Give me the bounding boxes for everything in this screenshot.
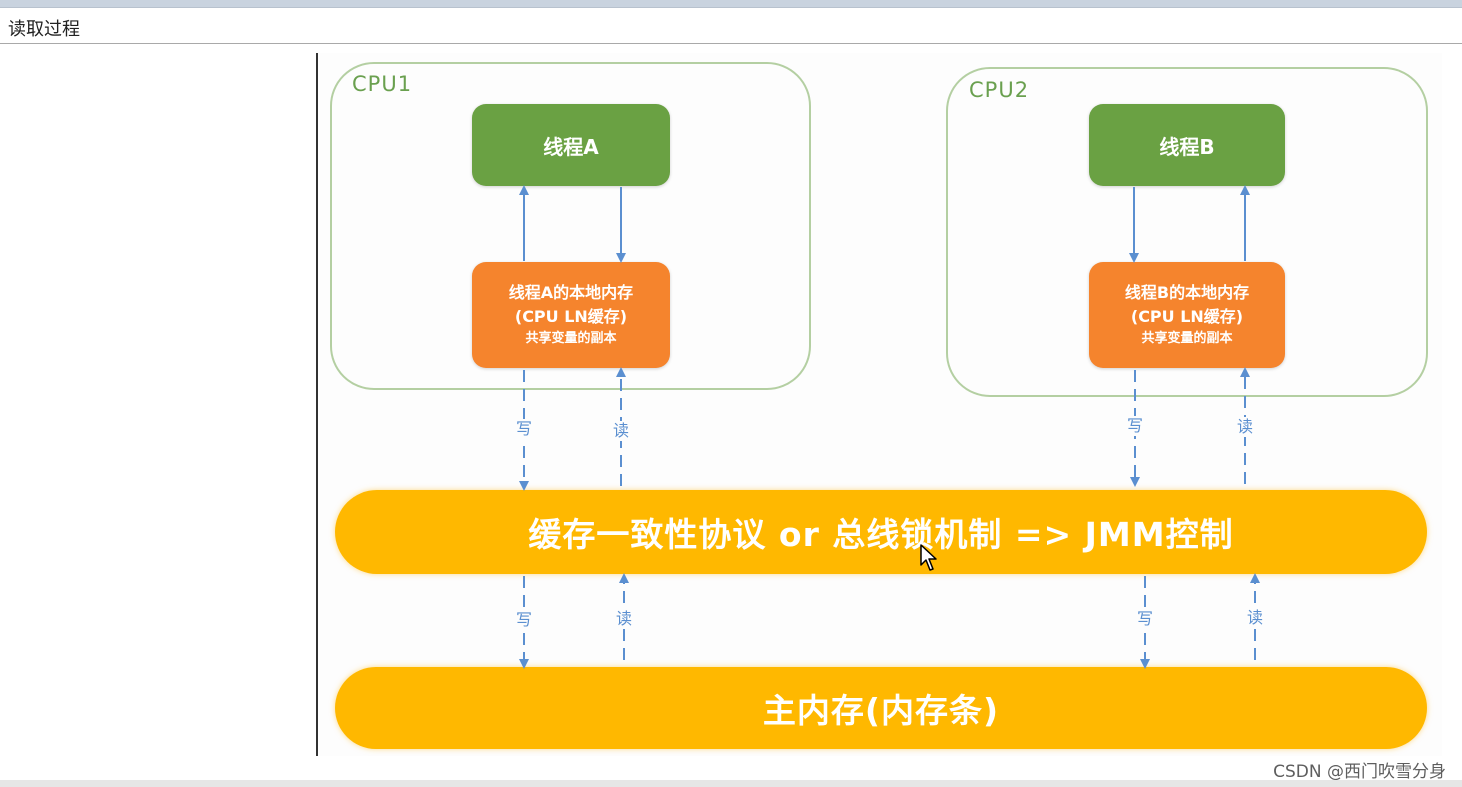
label-write-b-upper: 写 [1127, 416, 1144, 436]
thread-b-box: 线程B [1089, 104, 1285, 186]
local-memory-b-subtitle: (CPU LN缓存) [1130, 307, 1244, 326]
cache-coherence-bar: 缓存一致性协议 or 总线锁机制 => JMM控制 [335, 490, 1427, 574]
local-memory-b-title: 线程B的本地内存 [1124, 283, 1250, 302]
thread-a-box: 线程A [472, 104, 670, 186]
label-read-b-upper: 读 [1237, 417, 1254, 437]
main-memory-label: 主内存(内存条) [762, 691, 1000, 730]
cpu1-label: CPU1 [352, 72, 413, 96]
local-memory-b-note: 共享变量的副本 [1141, 331, 1233, 346]
cpu1-container [330, 62, 811, 390]
content-divider [316, 53, 318, 756]
thread-b-local-memory: 线程B的本地内存 (CPU LN缓存) 共享变量的副本 [1089, 262, 1285, 368]
main-memory-bar: 主内存(内存条) [335, 667, 1427, 749]
csdn-watermark: CSDN @西门吹雪分身 [1273, 762, 1446, 782]
label-write-a-upper: 写 [516, 419, 533, 439]
label-write-a-lower: 写 [516, 610, 533, 630]
label-read-a-upper: 读 [613, 421, 630, 441]
label-write-b-lower: 写 [1137, 609, 1154, 629]
mouse-cursor-icon [920, 544, 937, 571]
label-read-b-lower: 读 [1247, 608, 1264, 628]
page-title: 读取过程 [8, 19, 80, 40]
thread-a-local-memory: 线程A的本地内存 (CPU LN缓存) 共享变量的副本 [472, 262, 670, 368]
title-bar: 读取过程 [0, 8, 1462, 44]
cpu2-container [946, 67, 1428, 397]
label-read-a-lower: 读 [616, 609, 633, 629]
local-memory-a-subtitle: (CPU LN缓存) [514, 307, 628, 326]
thread-a-label: 线程A [543, 134, 599, 159]
local-memory-a-title: 线程A的本地内存 [508, 283, 634, 302]
bottom-strip [0, 780, 1462, 787]
window-top-strip [0, 0, 1462, 8]
thread-b-label: 线程B [1159, 134, 1215, 159]
local-memory-a-note: 共享变量的副本 [525, 331, 617, 346]
cpu2-label: CPU2 [969, 78, 1030, 102]
cache-coherence-label: 缓存一致性协议 or 总线锁机制 => JMM控制 [528, 515, 1234, 554]
